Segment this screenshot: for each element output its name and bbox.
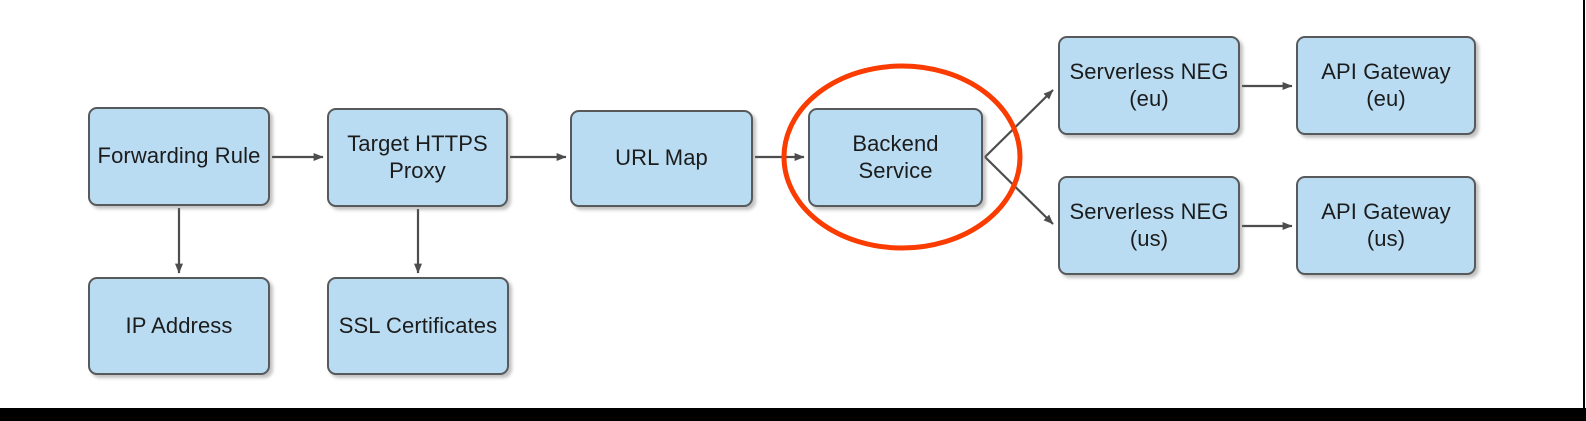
- node-backend-service[interactable]: Backend Service: [808, 108, 983, 207]
- node-target-https-proxy[interactable]: Target HTTPS Proxy: [327, 108, 508, 207]
- node-target-https-proxy-label: Target HTTPS Proxy: [347, 130, 488, 183]
- node-serverless-neg-eu[interactable]: Serverless NEG (eu): [1058, 36, 1240, 135]
- node-ssl-certificates-label: SSL Certificates: [338, 312, 498, 338]
- node-ssl-certificates[interactable]: SSL Certificates: [327, 277, 509, 375]
- page-right-rule: [1583, 0, 1585, 408]
- node-api-gateway-us-label: API Gateway (us): [1321, 198, 1451, 251]
- node-ip-address[interactable]: IP Address: [88, 277, 270, 375]
- page-bottom-bar: [0, 408, 1586, 421]
- node-api-gateway-us[interactable]: API Gateway (us): [1296, 176, 1476, 275]
- node-ip-address-label: IP Address: [125, 312, 233, 338]
- node-serverless-neg-eu-label: Serverless NEG (eu): [1069, 58, 1229, 111]
- node-serverless-neg-us[interactable]: Serverless NEG (us): [1058, 176, 1240, 275]
- connector-backend-service-to-serverless-neg-us: [984, 156, 1054, 225]
- node-forwarding-rule-label: Forwarding Rule: [97, 143, 261, 169]
- node-forwarding-rule[interactable]: Forwarding Rule: [88, 107, 270, 206]
- node-url-map[interactable]: URL Map: [570, 110, 753, 207]
- node-url-map-label: URL Map: [615, 145, 708, 171]
- connector-backend-service-to-serverless-neg-eu: [984, 89, 1054, 158]
- node-backend-service-label: Backend Service: [852, 130, 939, 183]
- node-api-gateway-eu[interactable]: API Gateway (eu): [1296, 36, 1476, 135]
- node-serverless-neg-us-label: Serverless NEG (us): [1069, 198, 1229, 251]
- node-api-gateway-eu-label: API Gateway (eu): [1321, 58, 1451, 111]
